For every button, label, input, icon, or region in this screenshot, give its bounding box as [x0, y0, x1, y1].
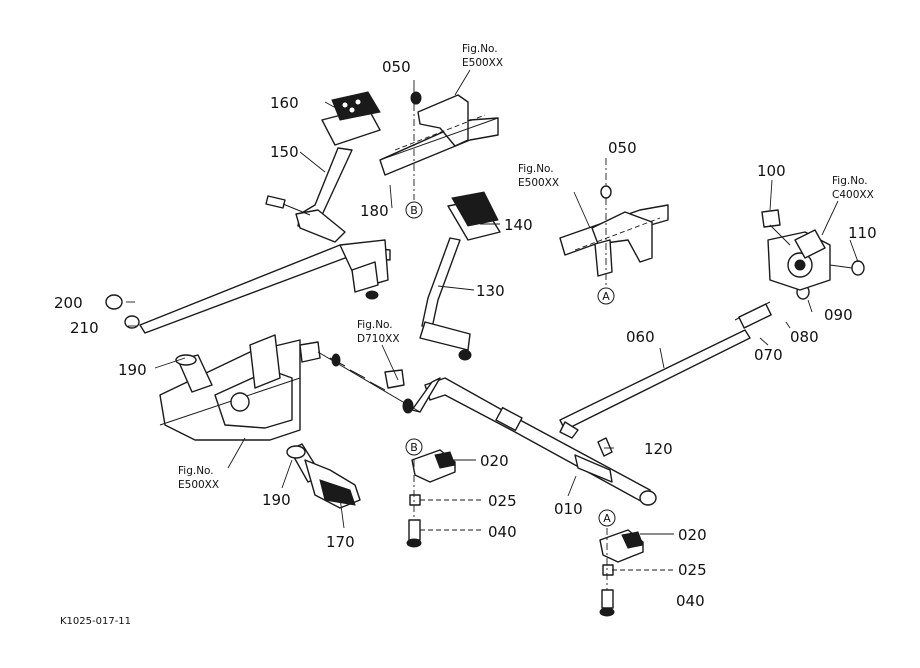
pin-120 — [597, 437, 613, 457]
bracket-assembly-c400 — [761, 209, 865, 291]
clamp-group-b — [406, 449, 456, 548]
label-130: 130 — [476, 282, 505, 300]
label-190: 190 — [118, 361, 147, 379]
label-025: 025 — [678, 561, 707, 579]
rod-190 — [139, 239, 391, 334]
label-040: 040 — [488, 523, 517, 541]
part-labels: 050 160 150 180 050 140 130 100 110 090 … — [54, 58, 877, 610]
svg-text:A: A — [602, 290, 610, 303]
fig-ref-label: Fig.No. — [178, 465, 214, 477]
svg-text:A: A — [603, 512, 611, 525]
figure-refs: Fig.No. E500XX Fig.No. E500XX Fig.No. C4… — [178, 43, 874, 491]
marker-b-upper: B — [405, 201, 423, 219]
upper-frame-bracket — [379, 94, 499, 176]
label-210: 210 — [70, 319, 99, 337]
label-060: 060 — [626, 328, 655, 346]
fig-ref-code: E500XX — [178, 479, 219, 491]
svg-text:B: B — [410, 441, 418, 454]
fig-ref-label: Fig.No. — [357, 319, 393, 331]
svg-text:B: B — [410, 204, 418, 217]
label-190: 190 — [262, 491, 291, 509]
label-200: 200 — [54, 294, 83, 312]
fig-ref-code: E500XX — [518, 177, 559, 189]
clamp-group-a — [599, 529, 644, 617]
label-020: 020 — [678, 526, 707, 544]
pedal-170 — [304, 459, 361, 509]
washer-200 — [105, 294, 123, 310]
label-150: 150 — [270, 143, 299, 161]
fig-ref-label: Fig.No. — [462, 43, 498, 55]
label-110: 110 — [848, 224, 877, 242]
fig-ref-code: E500XX — [462, 57, 503, 69]
label-025: 025 — [488, 492, 517, 510]
pedal-arm-130 — [419, 191, 501, 361]
cross-shaft-010 — [411, 377, 657, 506]
spring-rod-d710 — [299, 341, 421, 414]
label-050: 050 — [608, 139, 637, 157]
label-160: 160 — [270, 94, 299, 112]
label-070: 070 — [754, 346, 783, 364]
nut-050b — [600, 185, 612, 199]
fig-ref-code: C400XX — [832, 189, 874, 201]
label-140: 140 — [504, 216, 533, 234]
rod-060 — [559, 284, 810, 439]
marker-a-lower: A — [598, 509, 616, 527]
label-020: 020 — [480, 452, 509, 470]
label-100: 100 — [757, 162, 786, 180]
fig-ref-label: Fig.No. — [832, 175, 868, 187]
nut-050a — [410, 91, 422, 105]
marker-a-upper: A — [597, 287, 615, 305]
label-080: 080 — [790, 328, 819, 346]
drawing-code: K1025-017-11 — [60, 616, 131, 627]
left-frame-assembly — [159, 334, 323, 483]
label-090: 090 — [824, 306, 853, 324]
fig-ref-label: Fig.No. — [518, 163, 554, 175]
label-010: 010 — [554, 500, 583, 518]
pedal-150 — [265, 91, 381, 243]
washer-210 — [124, 315, 140, 329]
leader-lines — [126, 69, 859, 590]
label-180: 180 — [360, 202, 389, 220]
fig-ref-code: D710XX — [357, 333, 400, 345]
label-050: 050 — [382, 58, 411, 76]
label-120: 120 — [644, 440, 673, 458]
label-040: 040 — [676, 592, 705, 610]
label-170: 170 — [326, 533, 355, 551]
right-frame-bracket — [559, 204, 669, 277]
marker-b-lower: B — [405, 438, 423, 456]
